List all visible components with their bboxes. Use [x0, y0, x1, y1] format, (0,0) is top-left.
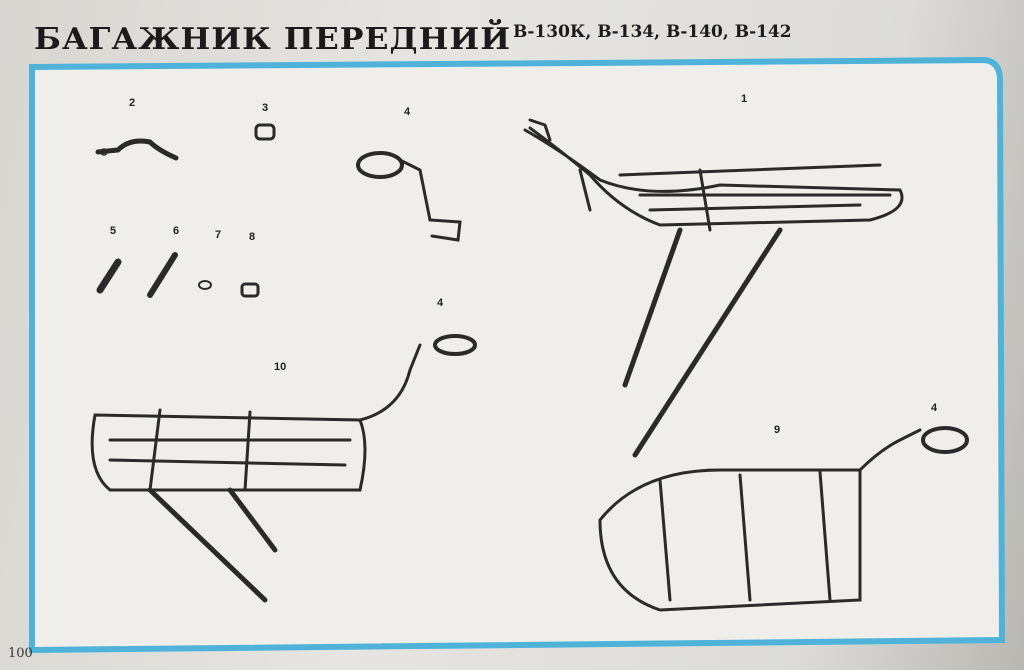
- part-label-5: 5: [110, 225, 117, 237]
- part-6-bolt: [147, 252, 178, 298]
- part-8-nut: [240, 282, 260, 298]
- part-10-rack: [90, 334, 477, 603]
- blue-frame: [29, 56, 1006, 654]
- part-label-10: 10: [274, 361, 287, 373]
- part-5-bolt: [96, 258, 122, 294]
- model-list: В-130К, В-134, В-140, В-142: [513, 22, 792, 42]
- part-label-1: 1: [741, 93, 748, 105]
- part-label-4b: 4: [437, 297, 444, 309]
- part-label-6: 6: [173, 225, 180, 237]
- part-4-bracket: [356, 151, 462, 242]
- part-label-8: 8: [249, 231, 256, 243]
- part-3-nut: [254, 123, 276, 141]
- part-label-3: 3: [262, 102, 269, 114]
- page-number: 100: [8, 646, 33, 661]
- part-9-basket: [598, 426, 969, 612]
- page-title: БАГАЖНИК ПЕРЕДНИЙ: [34, 22, 512, 57]
- part-label-2: 2: [129, 97, 136, 109]
- part-label-7: 7: [215, 229, 222, 241]
- part-2-clamp: [95, 138, 179, 161]
- part-7-washer: [198, 280, 212, 290]
- part-label-4c: 4: [931, 402, 938, 414]
- part-label-9: 9: [774, 424, 781, 436]
- part-label-4: 4: [404, 106, 411, 118]
- part-1-rack: [523, 118, 904, 458]
